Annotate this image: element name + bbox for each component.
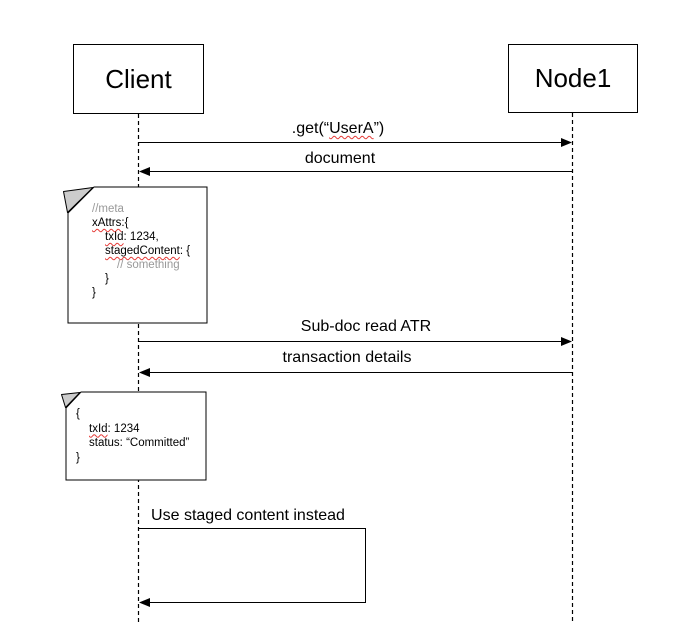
- text-segment: stagedContent: [105, 245, 180, 257]
- text-segment: transaction details: [282, 349, 412, 366]
- note-paper: [65, 391, 207, 481]
- message-label-sub-doc-read-atr: Sub-doc read ATR: [301, 318, 431, 336]
- note-line: {: [76, 407, 189, 422]
- actor-label-client: Client: [105, 63, 172, 94]
- text-segment: : 1234: [107, 422, 140, 435]
- arrowhead-left-icon: [139, 167, 150, 176]
- text-segment: }: [92, 287, 96, 299]
- note-line: // something: [117, 258, 190, 272]
- actor-label-node1: Node1: [534, 63, 612, 93]
- text-segment: txId: [105, 231, 124, 243]
- note-line: status: “Committed”: [89, 436, 189, 451]
- note-line: txId: 1234,: [105, 230, 190, 244]
- text-segment: UserA: [329, 120, 374, 137]
- message-label-transaction-details: transaction details: [283, 349, 412, 367]
- message-label-document: document: [305, 150, 375, 168]
- note-line: }: [105, 272, 190, 286]
- note-line: xAttrs:{: [92, 216, 190, 230]
- text-segment: {: [76, 408, 80, 420]
- note-line: stagedContent: {: [105, 244, 190, 258]
- note-line: }: [76, 451, 189, 466]
- message-arrow-get-usera: [138, 138, 572, 147]
- message-label-get-usera: .get(“UserA”): [292, 120, 384, 138]
- text-segment: }: [76, 452, 80, 465]
- text-segment: }: [105, 273, 109, 285]
- arrowhead-left-icon: [139, 598, 150, 607]
- message-arrow-document: [139, 167, 573, 176]
- text-segment: : 1234,: [123, 231, 159, 243]
- self-message-use-staged-content: [138, 528, 366, 607]
- text-segment: txId: [89, 422, 108, 435]
- message-label-use-staged-content: Use staged content instead: [151, 507, 345, 525]
- actor-box-client: Client: [73, 44, 204, 114]
- text-segment: //meta: [92, 203, 124, 215]
- folded-corner-icon: [61, 392, 81, 408]
- text-segment: ”): [373, 120, 385, 137]
- message-arrow-transaction-details: [139, 368, 573, 377]
- note-transaction-shape: [61, 391, 207, 481]
- text-segment: Sub-doc read ATR: [300, 318, 432, 335]
- note-meta-shape: [63, 186, 208, 324]
- text-segment: :{: [121, 217, 129, 229]
- actor-box-node1: Node1: [508, 44, 638, 113]
- text-segment: status: “Committed”: [89, 437, 190, 450]
- note-line: }: [92, 286, 190, 300]
- arrowhead-right-icon: [561, 138, 572, 147]
- arrowhead-right-icon: [561, 337, 572, 346]
- self-loop-line: [138, 528, 366, 603]
- text-segment: : {: [179, 245, 191, 257]
- text-segment: xAttrs: [92, 217, 122, 229]
- arrowhead-left-icon: [139, 368, 150, 377]
- note-line: txId: 1234: [89, 422, 189, 437]
- text-segment: .get(“: [291, 120, 330, 137]
- note-paper: [67, 186, 208, 324]
- text-segment: document: [304, 150, 376, 167]
- folded-corner-icon: [63, 187, 94, 213]
- text-segment: Use staged content instead: [151, 507, 345, 524]
- message-arrow-sub-doc-read-atr: [138, 337, 572, 346]
- text-segment: // something: [117, 259, 180, 271]
- note-line: //meta: [92, 202, 190, 216]
